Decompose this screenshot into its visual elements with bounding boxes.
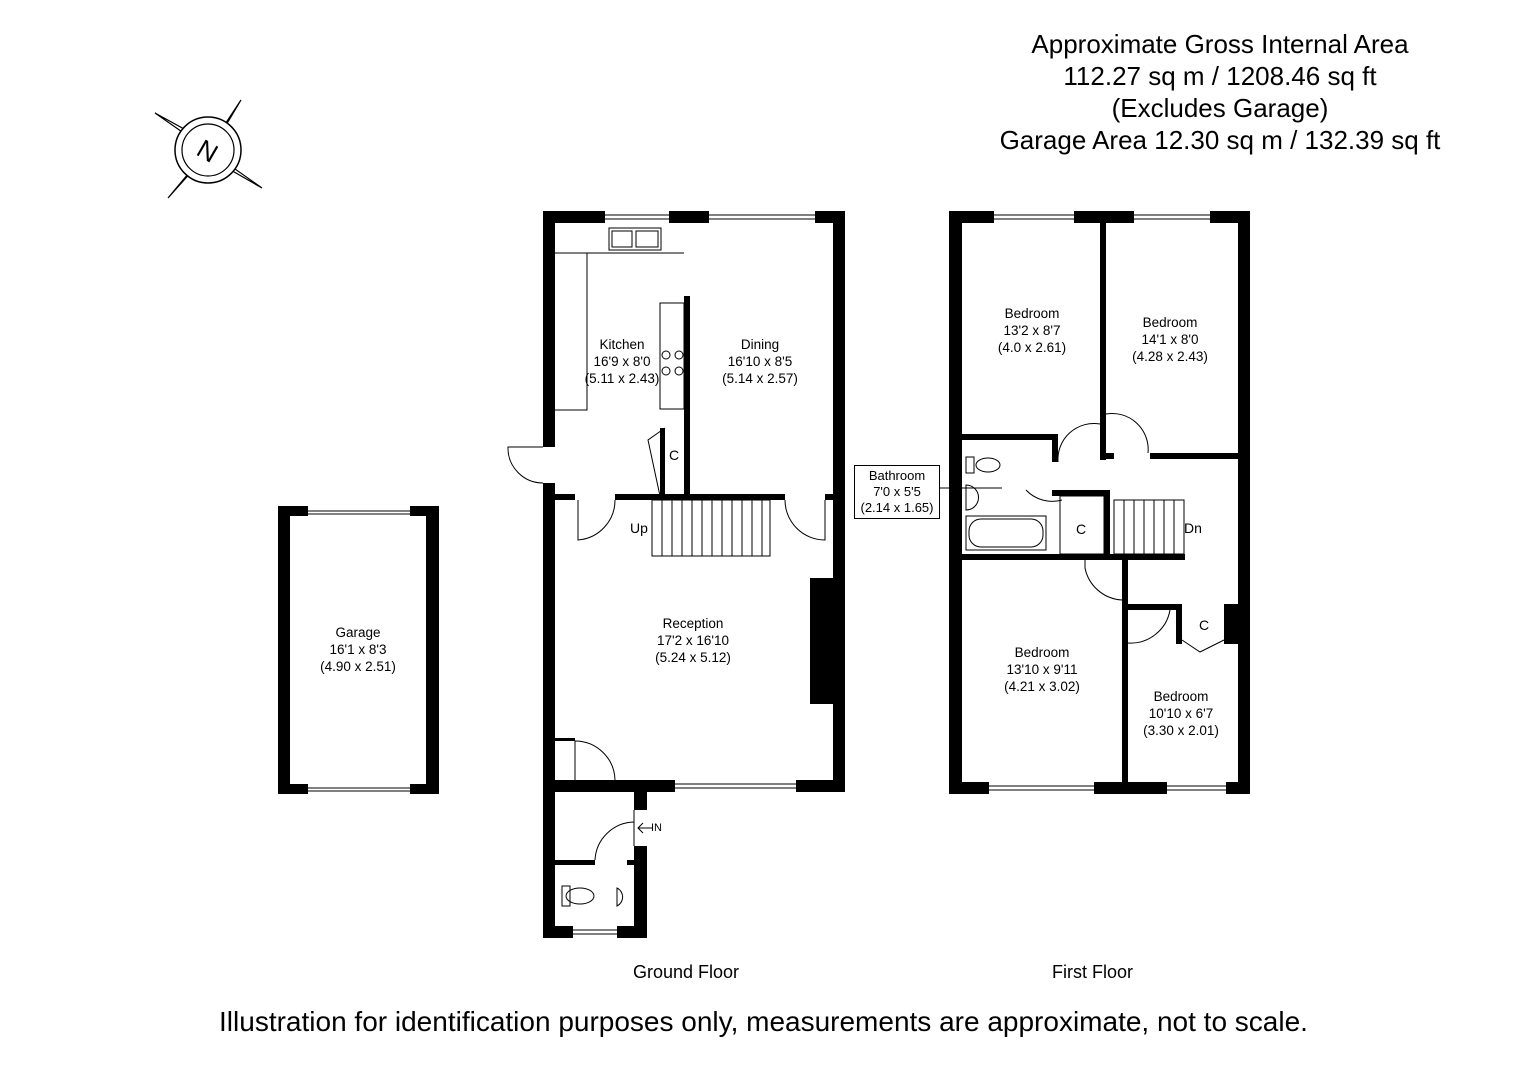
kitchen-closet-label: C — [669, 447, 680, 463]
room-metric: (4.90 x 2.51) — [320, 659, 396, 674]
landing-closet-label: C — [1076, 521, 1087, 537]
room-imperial: 10'10 x 6'7 — [1148, 706, 1214, 721]
disclaimer: Illustration for identification purposes… — [219, 1006, 1308, 1037]
room-name: Kitchen — [599, 337, 645, 352]
room-imperial: 16'9 x 8'0 — [593, 354, 651, 369]
excludes-garage-note: (Excludes Garage) — [1111, 93, 1329, 123]
room-bedroom-3: Bedroom 13'10 x 9'11 (4.21 x 3.02) — [992, 644, 1092, 695]
bedroom-closet-label: C — [1199, 617, 1210, 633]
garage-doors — [308, 510, 410, 792]
room-metric: (5.14 x 2.57) — [722, 371, 798, 386]
area-title: Approximate Gross Internal Area — [1031, 29, 1409, 59]
stairs-up-label: Up — [630, 520, 648, 536]
ground-floor-fittings — [507, 214, 826, 935]
first-floor-label: First Floor — [1052, 962, 1133, 982]
room-imperial: 13'10 x 9'11 — [1006, 662, 1078, 677]
room-name: Bathroom — [868, 468, 926, 483]
room-metric: (2.14 x 1.65) — [860, 500, 934, 515]
room-metric: (3.30 x 2.01) — [1143, 723, 1219, 738]
room-imperial: 13'2 x 8'7 — [1003, 323, 1061, 338]
stairs-down-label: Dn — [1184, 520, 1202, 536]
room-dining: Dining 16'10 x 8'5 (5.14 x 2.57) — [710, 336, 810, 387]
room-bedroom-2: Bedroom 14'1 x 8'0 (4.28 x 2.43) — [1120, 314, 1220, 365]
area-info: Approximate Gross Internal Area 112.27 s… — [960, 28, 1480, 156]
room-bathroom: Bathroom 7'0 x 5'5 (2.14 x 1.65) — [854, 465, 940, 519]
room-metric: (4.0 x 2.61) — [997, 340, 1067, 355]
room-bedroom-4: Bedroom 10'10 x 6'7 (3.30 x 2.01) — [1131, 688, 1231, 739]
ground-floor-label: Ground Floor — [633, 962, 740, 982]
garage-walls — [278, 506, 439, 794]
garage-area: Garage Area 12.30 sq m / 132.39 sq ft — [999, 125, 1441, 155]
first-floor-walls — [949, 211, 1250, 794]
room-garage: Garage 16'1 x 8'3 (4.90 x 2.51) — [308, 624, 408, 675]
room-kitchen: Kitchen 16'9 x 8'0 (5.11 x 2.43) — [572, 336, 672, 387]
first-floor-fittings — [940, 214, 1226, 791]
ground-floor-walls — [543, 211, 845, 938]
room-imperial: 14'1 x 8'0 — [1141, 332, 1199, 347]
room-name: Bedroom — [1153, 689, 1209, 704]
room-imperial: 16'1 x 8'3 — [329, 642, 387, 657]
room-metric: (4.21 x 3.02) — [1004, 679, 1080, 694]
room-imperial: 16'10 x 8'5 — [727, 354, 793, 369]
room-imperial: 17'2 x 16'10 — [657, 633, 729, 648]
room-name: Garage — [335, 625, 381, 640]
entrance-label: IN — [651, 822, 662, 834]
room-bedroom-1: Bedroom 13'2 x 8'7 (4.0 x 2.61) — [982, 305, 1082, 356]
room-name: Bedroom — [1014, 645, 1070, 660]
room-name: Bedroom — [1142, 315, 1198, 330]
north-compass-icon — [154, 99, 263, 199]
room-name: Reception — [662, 616, 724, 631]
room-metric: (5.11 x 2.43) — [584, 371, 660, 386]
room-imperial: 7'0 x 5'5 — [873, 484, 921, 499]
room-metric: (5.24 x 5.12) — [655, 650, 731, 665]
room-name: Bedroom — [1004, 306, 1060, 321]
gross-area: 112.27 sq m / 1208.46 sq ft — [1063, 61, 1377, 91]
room-name: Dining — [740, 337, 780, 352]
room-reception: Reception 17'2 x 16'10 (5.24 x 5.12) — [638, 615, 748, 666]
room-metric: (4.28 x 2.43) — [1132, 349, 1208, 364]
